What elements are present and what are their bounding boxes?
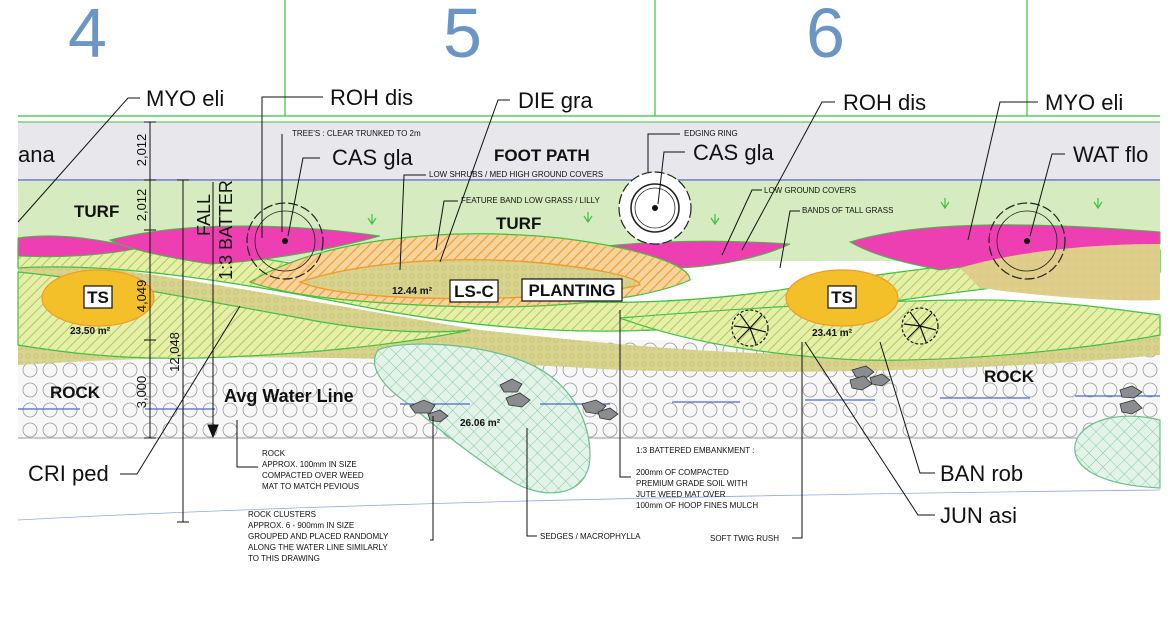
species-myo-eli-right: MYO eli: [1045, 90, 1123, 115]
turf-label-left: TURF: [74, 202, 119, 221]
note-tall-grass: BANDS OF TALL GRASS: [802, 206, 893, 215]
dimension-12048: 12,048: [167, 332, 182, 372]
ts-box-left: [83, 285, 113, 309]
area-rock-cluster: 26.06 m²: [460, 418, 501, 429]
leader-lines: [17, 96, 1065, 541]
rock-clusters: [409, 365, 1143, 423]
ls-c-box: [449, 279, 499, 303]
avg-water-line-label: Avg Water Line: [224, 386, 354, 406]
svg-text:APPROX. 6 - 900mm IN SIZE: APPROX. 6 - 900mm IN SIZE: [248, 521, 354, 530]
note-edging: EDGING RING: [684, 129, 738, 138]
planting-label: PLANTING: [529, 281, 616, 300]
note-low-ground: LOW GROUND COVERS: [764, 186, 856, 195]
grass-ticks: [367, 198, 1103, 226]
dimension-2012-a: 2,012: [134, 134, 149, 167]
svg-text:1:3 BATTERED EMBANKMENT :: 1:3 BATTERED EMBANKMENT :: [636, 446, 754, 455]
dimension-4049: 4,049: [134, 280, 149, 313]
area-ls-c: 12.44 m²: [392, 286, 433, 297]
ts-label-right: TS: [831, 288, 853, 307]
ls-c-label: LS-C: [454, 282, 494, 301]
species-cri-ped: CRI ped: [28, 461, 109, 486]
svg-text:JUTE WEED MAT OVER: JUTE WEED MAT OVER: [636, 490, 726, 499]
species-myo-eli-left: MYO eli: [146, 86, 224, 111]
area-ts-left: 23.50 m²: [70, 326, 111, 337]
footpath-band: [18, 122, 1160, 180]
ts-box-right: [827, 285, 857, 309]
svg-text:COMPACTED OVER WEED: COMPACTED OVER WEED: [262, 471, 364, 480]
svg-text:APPROX. 100mm IN SIZE: APPROX. 100mm IN SIZE: [262, 460, 357, 469]
cas-gla-tree-left: [246, 202, 324, 280]
water-lines: [18, 395, 1160, 410]
dimension-2012-b: 2,012: [134, 189, 149, 222]
sheet-number-4: 4: [68, 0, 107, 72]
species-roh-dis-right: ROH dis: [843, 90, 926, 115]
note-trees: TREE'S : CLEAR TRUNKED TO 2m: [292, 129, 421, 138]
magenta-cover-roh-left: [108, 225, 381, 265]
foot-path-label: FOOT PATH: [494, 146, 590, 165]
area-ts-right: 23.41 m²: [812, 328, 853, 339]
note-sedges: SEDGES / MACROPHYLLA: [540, 532, 641, 541]
rock-label-left: ROCK: [50, 383, 101, 402]
batter-label: 1:3 BATTER: [216, 180, 236, 280]
svg-text:GROUPED AND PLACED RANDOMLY: GROUPED AND PLACED RANDOMLY: [248, 532, 389, 541]
note-rock: ROCK APPROX. 100mm IN SIZE COMPACTED OVE…: [262, 449, 364, 491]
species-ana: ana: [18, 142, 55, 167]
sheet-number-5: 5: [443, 0, 482, 72]
fall-label: FALL: [194, 194, 214, 236]
planting-box: [521, 278, 623, 302]
note-low-shrubs: LOW SHRUBS / MED HIGH GROUND COVERS: [429, 170, 603, 179]
species-ban-rob: BAN rob: [940, 461, 1023, 486]
species-die-gra: DIE gra: [518, 88, 593, 113]
svg-text:ROCK: ROCK: [262, 449, 286, 458]
turf-label-mid: TURF: [496, 214, 541, 233]
svg-text:MAT TO MATCH PEVIOUS: MAT TO MATCH PEVIOUS: [262, 482, 359, 491]
species-cas-gla-right: CAS gla: [693, 140, 774, 165]
svg-text:TO THIS DRAWING: TO THIS DRAWING: [248, 554, 320, 563]
wat-flo-tree: [988, 202, 1066, 280]
note-rock-clusters: ROCK CLUSTERS APPROX. 6 - 900mm IN SIZE …: [248, 510, 389, 563]
species-roh-dis-left: ROH dis: [330, 85, 413, 110]
species-cas-gla-left: CAS gla: [332, 145, 413, 170]
note-feature-band: FEATURE BAND LOW GRASS / LILLY: [461, 196, 601, 205]
note-twig-rush: SOFT TWIG RUSH: [710, 534, 779, 543]
species-jun-asi: JUN asi: [940, 503, 1017, 528]
species-wat-flo: WAT flo: [1073, 142, 1148, 167]
svg-text:ALONG THE WATER LINE SIMILARLY: ALONG THE WATER LINE SIMILARLY: [248, 543, 388, 552]
svg-text:ROCK CLUSTERS: ROCK CLUSTERS: [248, 510, 316, 519]
sheet-number-6: 6: [806, 0, 845, 72]
ts-label-left: TS: [87, 288, 109, 307]
dimension-lines: [144, 121, 219, 523]
shrub-symbols: [731, 307, 939, 347]
dimension-3000: 3,000: [134, 376, 149, 409]
svg-text:200mm OF COMPACTED: 200mm OF COMPACTED: [636, 468, 729, 477]
svg-text:PREMIUM GRADE SOIL WITH: PREMIUM GRADE SOIL WITH: [636, 479, 747, 488]
cas-gla-tree-right: [618, 171, 692, 245]
note-embankment: 1:3 BATTERED EMBANKMENT : 200mm OF COMPA…: [636, 446, 758, 510]
svg-text:100mm OF HOOP FINES MULCH: 100mm OF HOOP FINES MULCH: [636, 501, 758, 510]
rock-label-right: ROCK: [984, 367, 1035, 386]
